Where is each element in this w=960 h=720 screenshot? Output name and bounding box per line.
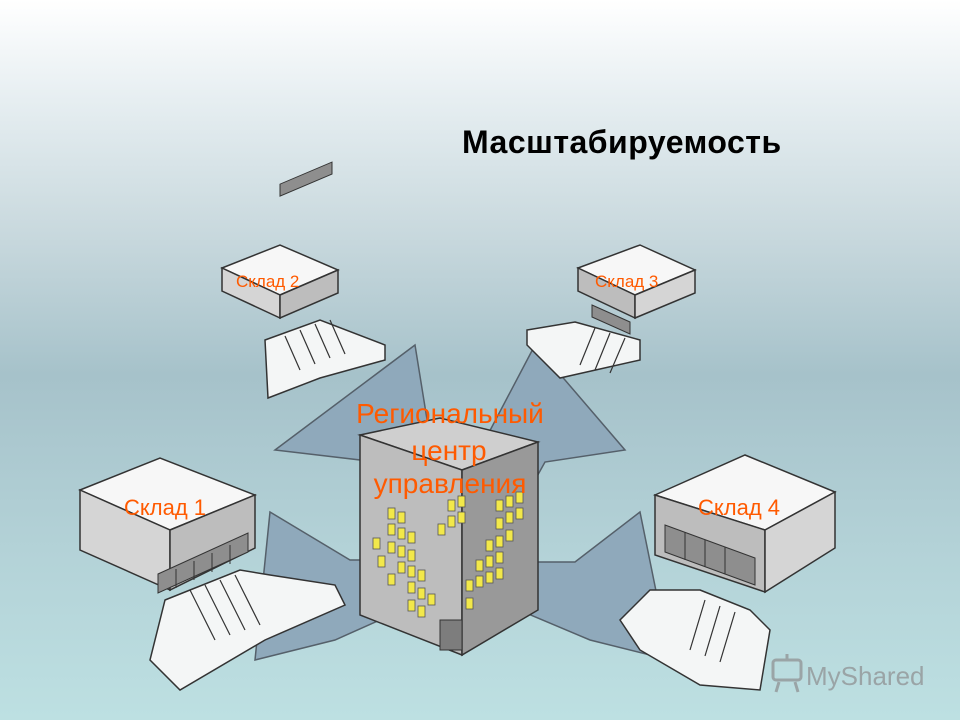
warehouse-2-label: Склад 2 <box>236 272 299 291</box>
center-label-line-3: управления <box>374 468 527 499</box>
warehouse-4-label: Склад 4 <box>698 495 780 520</box>
warehouse-3-label: Склад 3 <box>595 272 658 291</box>
watermark-brand: MyShared <box>806 661 925 691</box>
center-label-line-2: центр <box>411 435 486 466</box>
building-windows <box>372 491 524 618</box>
warehouse-1-label: Склад 1 <box>124 495 206 520</box>
watermark: MyShared <box>771 654 925 693</box>
driveways <box>149 319 771 691</box>
center-label-line-1: Региональный <box>356 398 544 429</box>
warehouse-3 <box>576 244 697 335</box>
presentation-board-icon <box>771 654 803 693</box>
driveway-warehouse-4 <box>619 589 771 691</box>
driveway-warehouse-3 <box>526 321 641 379</box>
warehouse-1 <box>78 457 258 594</box>
driveway-stripes <box>189 319 736 663</box>
slide-title: Масштабируемость <box>462 124 782 160</box>
driveway-warehouse-2 <box>264 319 386 400</box>
regional-center-building <box>357 417 541 657</box>
driveway-warehouse-1 <box>149 569 347 691</box>
warehouse-4 <box>652 454 837 594</box>
warehouse-2 <box>220 161 340 320</box>
